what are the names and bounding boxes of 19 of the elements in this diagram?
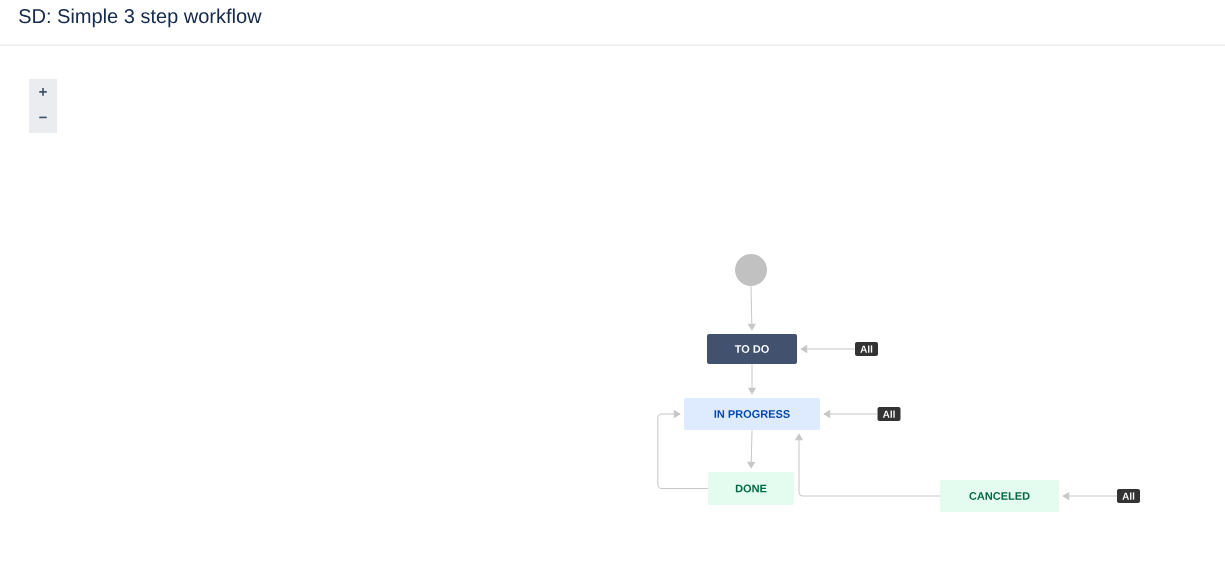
status-box: DONE: [708, 472, 794, 505]
status-box: IN PROGRESS: [684, 398, 820, 430]
start-circle: [735, 254, 767, 286]
status-box: CANCELED: [940, 480, 1059, 512]
arrow: [748, 363, 756, 395]
arrow: [795, 433, 941, 497]
arrow: [748, 285, 756, 331]
zoom-out-button: −: [29, 106, 57, 133]
zoom-in-button: +: [29, 79, 57, 106]
tag-label: All: [1117, 489, 1140, 503]
arrow: [747, 429, 755, 469]
title: SD: Simple 3 step workflow: [19, 8, 262, 28]
status-box: TO DO: [707, 334, 797, 364]
arrow: [1062, 492, 1118, 500]
arrow: [657, 410, 709, 489]
arrow: [823, 410, 878, 418]
tag-label: All: [855, 342, 878, 356]
arrow: [800, 345, 856, 353]
tag-label: All: [877, 407, 901, 421]
